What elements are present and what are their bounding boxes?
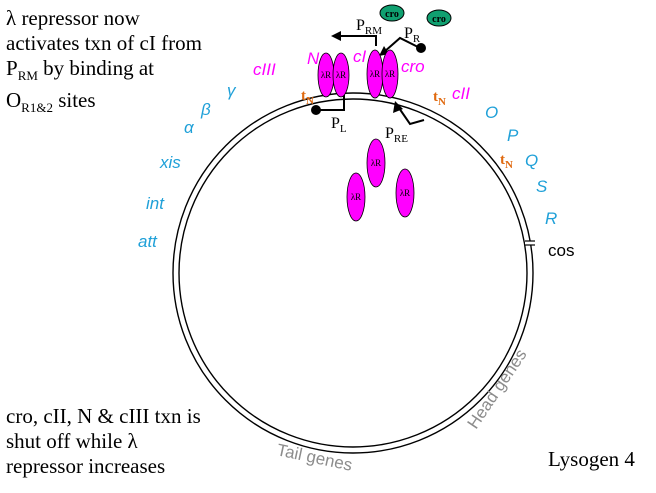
repressor-free-2: λR xyxy=(346,172,366,222)
gene-S: S xyxy=(536,177,548,196)
top-annotation: λ repressor now activates txn of cI from… xyxy=(6,6,202,115)
gene-gamma: γ xyxy=(227,81,237,100)
cro-protein-2: cro xyxy=(426,9,452,27)
promoter-pl-arrow xyxy=(316,95,345,111)
svg-text:λR: λR xyxy=(371,158,381,168)
svg-text:cro: cro xyxy=(432,14,446,25)
gene-cro: cro xyxy=(401,57,425,76)
promoter-pr-arrow xyxy=(383,36,421,53)
repressor-bound-or1: λR xyxy=(366,49,384,99)
gene-cos: cos xyxy=(548,241,574,260)
svg-text:λR: λR xyxy=(351,192,361,202)
gene-cII: cII xyxy=(452,84,470,103)
gene-N: N xyxy=(307,49,320,68)
promoter-pr-label: PR xyxy=(404,25,421,45)
repressor-free-1: λR xyxy=(366,138,386,188)
promoter-pl-label: PL xyxy=(331,115,347,135)
gene-beta: β xyxy=(200,100,211,119)
region-tail-genes: Tail genes xyxy=(275,440,354,475)
gene-int: int xyxy=(146,194,165,213)
repressor-bound-or2: λR xyxy=(381,49,399,99)
repressor-bound-ol2: λR xyxy=(332,52,350,98)
lambda-symbol: λ xyxy=(6,6,17,30)
terminator-tN-right: tN xyxy=(433,89,446,108)
gene-alpha: α xyxy=(184,118,195,137)
terminator-tN-late: tN xyxy=(500,152,513,171)
cos-site-marker xyxy=(525,241,535,245)
genome-inner-ring xyxy=(178,98,528,448)
gene-P: P xyxy=(507,126,519,145)
panel-label: Lysogen 4 xyxy=(548,447,635,471)
promoter-pre-label: PRE xyxy=(385,125,408,145)
svg-text:λR: λR xyxy=(385,69,395,79)
gene-xis: xis xyxy=(159,153,181,172)
svg-text:λR: λR xyxy=(370,69,380,79)
terminator-tN-left: tN xyxy=(301,88,314,107)
promoter-prm-label: PRM xyxy=(356,17,382,37)
gene-cIII: cIII xyxy=(253,60,276,79)
repressor-free-3: λR xyxy=(395,168,415,218)
promoter-pl-dot xyxy=(311,105,321,115)
region-head-genes: Head genes xyxy=(464,346,531,433)
gene-att: att xyxy=(138,232,158,251)
cro-protein-1: cro xyxy=(379,4,405,22)
genome-outer-ring xyxy=(172,92,534,454)
promoter-prm-arrow xyxy=(338,35,377,46)
svg-text:λR: λR xyxy=(400,188,410,198)
svg-text:λR: λR xyxy=(321,70,331,80)
bottom-annotation: cro, cII, N & cIII txn is shut off while… xyxy=(6,404,201,478)
gene-O: O xyxy=(485,103,498,122)
promoter-pre-arrow xyxy=(398,107,425,126)
promoter-pr-dot xyxy=(416,43,426,53)
gene-R: R xyxy=(545,209,557,228)
svg-text:λR: λR xyxy=(336,70,346,80)
svg-text:cro: cro xyxy=(385,9,399,20)
gene-cI: cI xyxy=(353,47,367,66)
repressor-bound-ol1: λR xyxy=(317,52,335,98)
gene-Q: Q xyxy=(525,151,538,170)
